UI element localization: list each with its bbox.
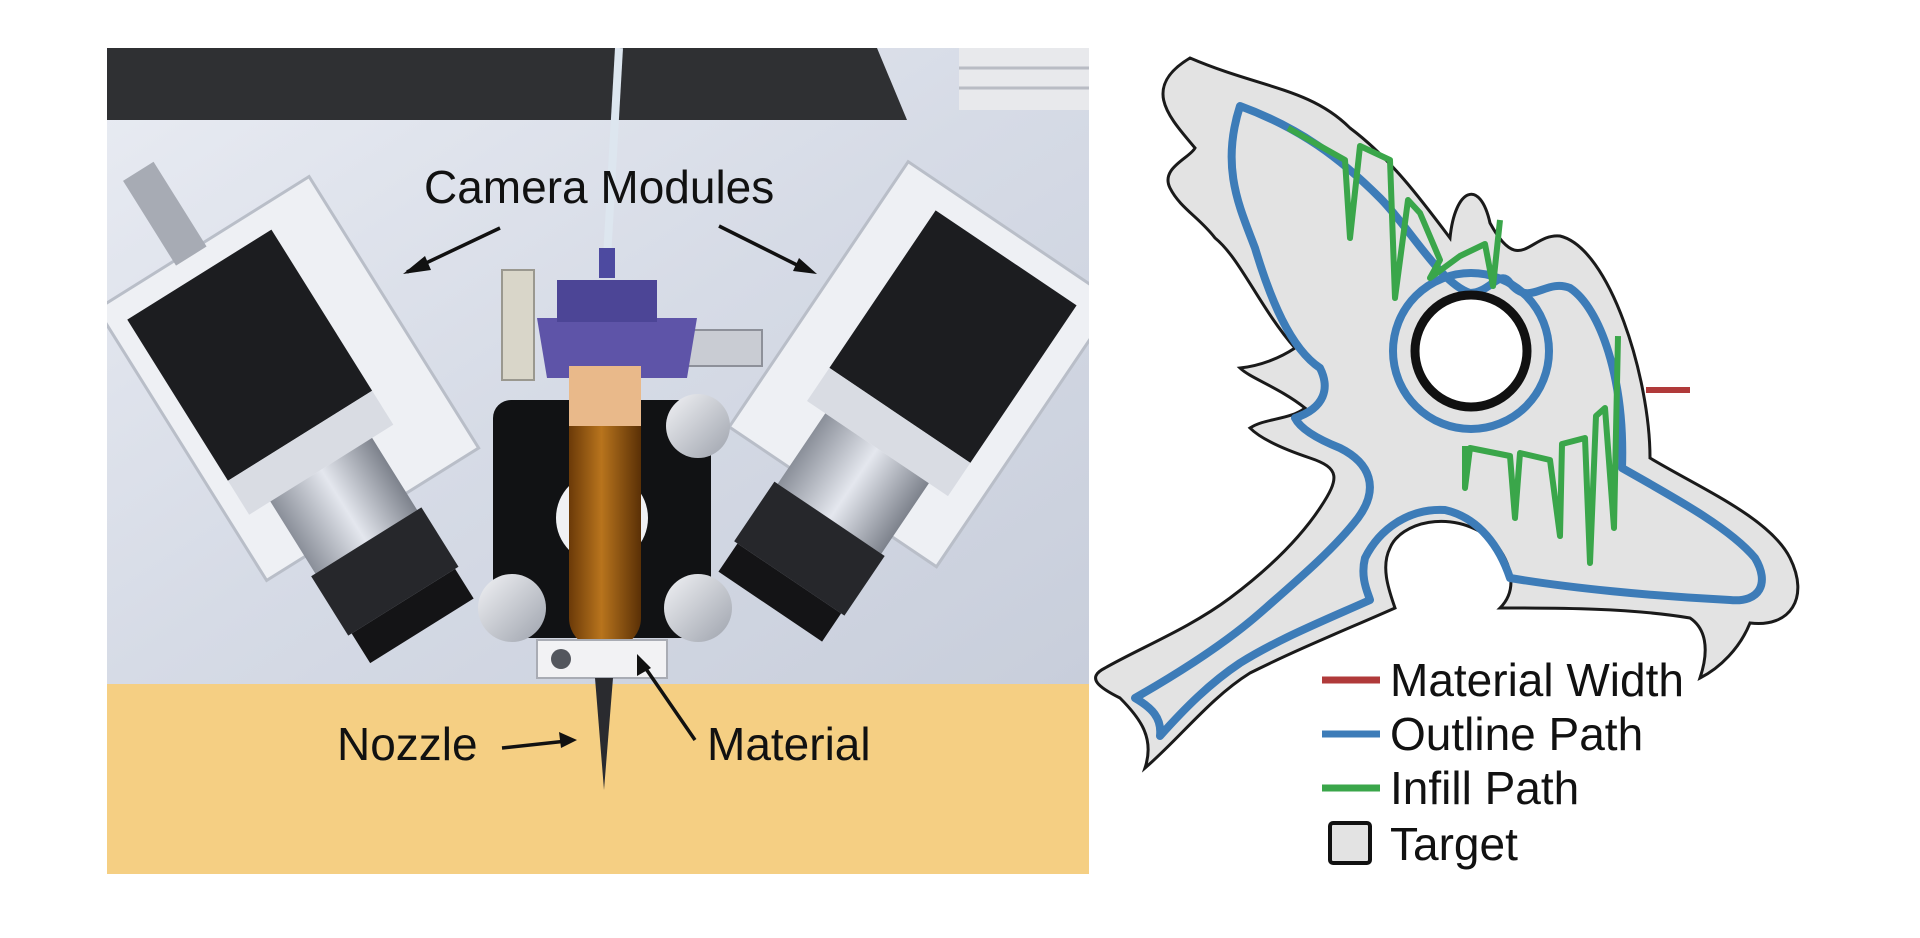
printer-photo-svg: Camera Modules Nozzle Material <box>94 47 1118 874</box>
material-label: Material <box>707 718 871 770</box>
infill-path-lower <box>1462 335 1621 566</box>
hole-outline-ring <box>1389 269 1553 433</box>
nozzle-label: Nozzle <box>337 718 478 770</box>
path-diagram: Material Width Outline Path Infill Path … <box>1090 48 1920 874</box>
extruder-assembly <box>478 47 763 790</box>
legend-item-infill-path: Infill Path <box>1322 762 1579 814</box>
annotation-arrows <box>403 224 817 750</box>
printer-photo: Camera Modules Nozzle Material <box>94 47 1118 874</box>
hole <box>1410 290 1532 412</box>
path-diagram-svg: Material Width Outline Path Infill Path … <box>1094 56 1800 870</box>
camera-modules-label: Camera Modules <box>424 161 774 213</box>
left-camera-module <box>94 161 481 664</box>
right-camera-module <box>718 159 1118 642</box>
base-strip <box>107 684 1089 874</box>
legend-item-material-width: Material Width <box>1322 654 1684 706</box>
svg-text:Target: Target <box>1390 818 1518 870</box>
svg-text:Infill Path: Infill Path <box>1390 762 1579 814</box>
top-right-rail <box>959 48 1089 110</box>
svg-text:Material Width: Material Width <box>1390 654 1684 706</box>
legend: Material Width Outline Path Infill Path … <box>1322 654 1684 870</box>
nozzle-needle <box>595 678 613 790</box>
outline-path <box>1131 102 1766 740</box>
infill-path-upper <box>1286 125 1503 301</box>
svg-text:Outline Path: Outline Path <box>1390 708 1643 760</box>
legend-item-target: Target <box>1328 818 1518 870</box>
legend-item-outline-path: Outline Path <box>1322 708 1643 760</box>
top-dark-area <box>107 48 907 120</box>
